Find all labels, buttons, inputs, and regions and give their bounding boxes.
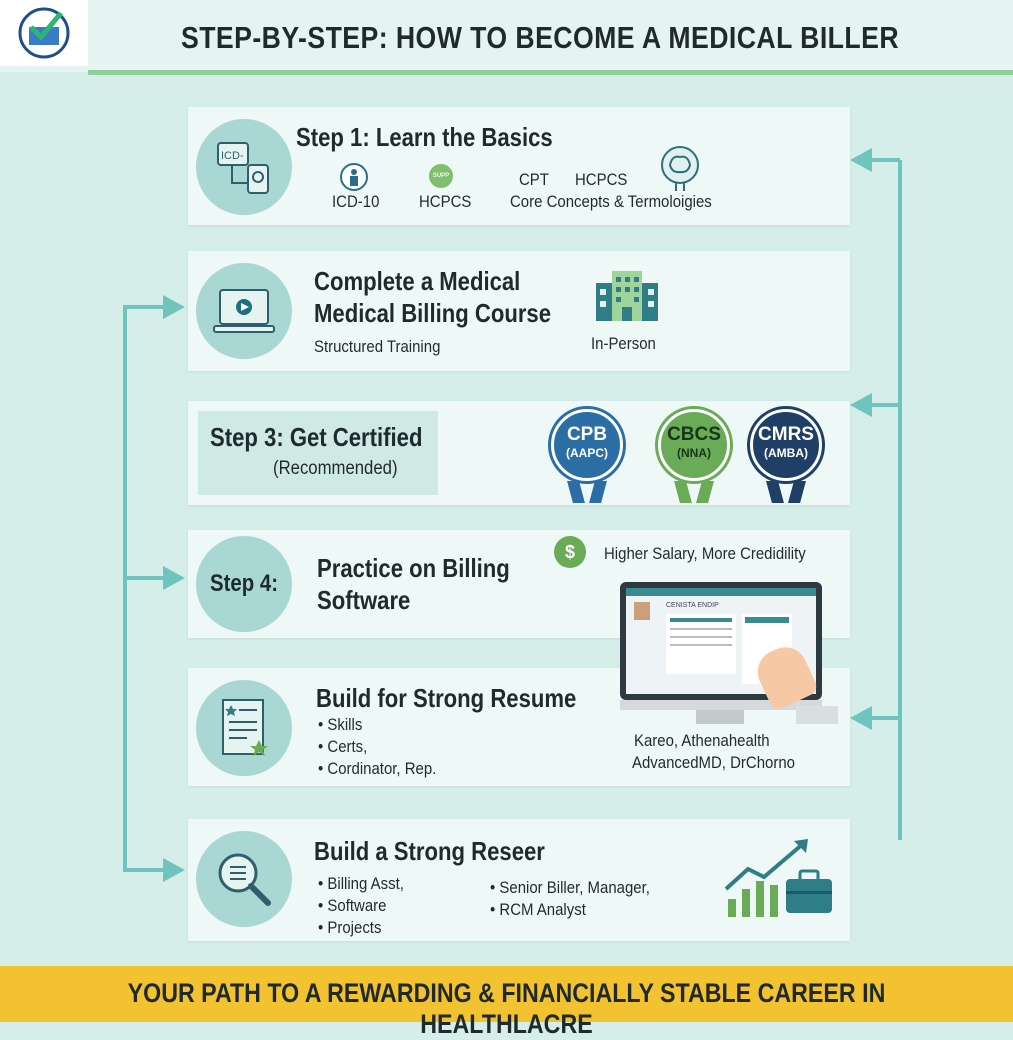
arrow-right-icon — [163, 858, 185, 882]
step-3-subtitle: (Recommended) — [273, 458, 398, 479]
connector — [870, 403, 900, 407]
billing-software-monitor: CENISTA ENDIP — [620, 582, 822, 700]
step-3-label-box — [198, 411, 438, 495]
video-laptop-icon — [196, 263, 292, 359]
cert-badge-cpb: CPB(AAPC) — [548, 406, 626, 503]
icd-document-icon: ICD- — [196, 119, 292, 215]
cpt-label: CPT — [519, 170, 549, 189]
arrow-left-icon — [850, 148, 872, 172]
cert-org: (AAPC) — [566, 446, 608, 460]
list-item: • Skills — [318, 715, 363, 734]
icd10-label: ICD-10 — [332, 192, 380, 211]
career-bullets-right: • Senior Biller, Manager, • RCM Analyst — [490, 877, 650, 921]
step-2-title-line2: Medical Billing Course — [314, 298, 552, 328]
benefit-label: Higher Salary, More Credidility — [604, 544, 806, 563]
cert-name: CPB — [566, 424, 608, 445]
screen-title: CENISTA ENDIP — [666, 602, 719, 609]
arrow-left-icon — [850, 706, 872, 730]
cert-badge-cmrs: CMRS(AMBA) — [747, 406, 825, 503]
step-4-title-line2: Software — [317, 585, 411, 615]
resume-document-icon — [196, 680, 292, 776]
list-item: • Projects — [318, 918, 382, 937]
list-item: • Senior Biller, Manager, — [490, 878, 650, 897]
arrow-right-icon — [163, 566, 185, 590]
connector — [870, 716, 900, 720]
brain-icon — [661, 146, 699, 191]
hcpcs-badge-icon: SUPP — [429, 164, 453, 188]
arrow-left-icon — [850, 393, 872, 417]
cert-badge-cbcs: CBCS(NNA) — [655, 406, 733, 503]
list-item: • Cordinator, Rep. — [318, 759, 437, 778]
svg-text:ICD-: ICD- — [221, 150, 244, 162]
connector — [125, 868, 165, 872]
step-3-card: Step 3: Get Certified (Recommended) CPB(… — [188, 401, 850, 505]
software-line-1: Kareo, Athenahealth — [634, 731, 770, 750]
career-bullets-left: • Billing Asst, • Software • Projects — [318, 873, 404, 939]
list-item: • Software — [318, 896, 387, 915]
step-2-title-line1: Complete a Medical — [314, 266, 521, 296]
step-1-title: Step 1: Learn the Basics — [296, 122, 553, 152]
in-person-label: In-Person — [591, 334, 656, 353]
left-connector-line — [123, 305, 127, 872]
footer-banner — [0, 966, 1013, 1022]
list-item: • RCM Analyst — [490, 900, 586, 919]
structured-training-label: Structured Training — [314, 337, 441, 356]
header — [0, 0, 1013, 72]
software-line-2: AdvancedMD, DrChorno — [632, 753, 795, 772]
cert-name: CMRS — [758, 424, 814, 445]
cert-name: CBCS — [667, 424, 721, 445]
footer-text: YOUR PATH TO A REWARDING & FINANCIALLY S… — [127, 978, 886, 1039]
step-4-circle: Step 4: — [196, 536, 292, 632]
sleeve-cuff — [796, 706, 838, 724]
list-item: • Billing Asst, — [318, 874, 404, 893]
step-4-title-line1: Practice on Billing — [317, 553, 510, 583]
hcpcs-badge-text: SUPP — [432, 173, 450, 179]
logo-icon — [18, 7, 70, 59]
monitor-stand — [696, 710, 744, 724]
list-item: • Certs, — [318, 737, 368, 756]
connector — [125, 305, 165, 309]
step-1-card: ICD- Step 1: Learn the Basics ICD-10 SUP… — [188, 107, 850, 225]
core-concepts-label: Core Concepts & Termoloigies — [510, 192, 712, 211]
magnifier-list-icon — [196, 831, 292, 927]
step-3-title: Step 3: Get Certified — [210, 422, 423, 452]
monitor-bezel — [620, 700, 822, 710]
dollar-badge-icon: $ — [554, 536, 586, 568]
step-6-title: Build a Strong Reseer — [314, 836, 545, 866]
hcpcs-label: HCPCS — [419, 192, 472, 211]
arrow-right-icon — [163, 295, 185, 319]
step-5-title: Build for Strong Resume — [316, 683, 577, 713]
building-icon — [596, 271, 658, 321]
hcpcs-label-2: HCPCS — [575, 170, 628, 189]
step-4-label: Step 4: — [209, 570, 278, 597]
right-connector-line — [898, 160, 902, 840]
cert-org: (NNA) — [677, 446, 711, 460]
connector — [870, 158, 900, 162]
cert-org: (AMBA) — [764, 446, 808, 460]
page-title: STEP-BY-STEP: HOW TO BECOME A MEDICAL BI… — [180, 20, 900, 55]
step-6-card: Build a Strong Reseer • Billing Asst, • … — [188, 819, 850, 941]
header-divider — [88, 70, 1013, 75]
connector — [125, 576, 165, 580]
info-person-icon — [340, 163, 368, 191]
logo — [0, 0, 88, 66]
resume-bullets: • Skills • Certs, • Cordinator, Rep. — [318, 714, 436, 780]
growth-chart-briefcase-icon — [724, 839, 832, 917]
step-2-card: Complete a Medical Medical Billing Cours… — [188, 251, 850, 371]
